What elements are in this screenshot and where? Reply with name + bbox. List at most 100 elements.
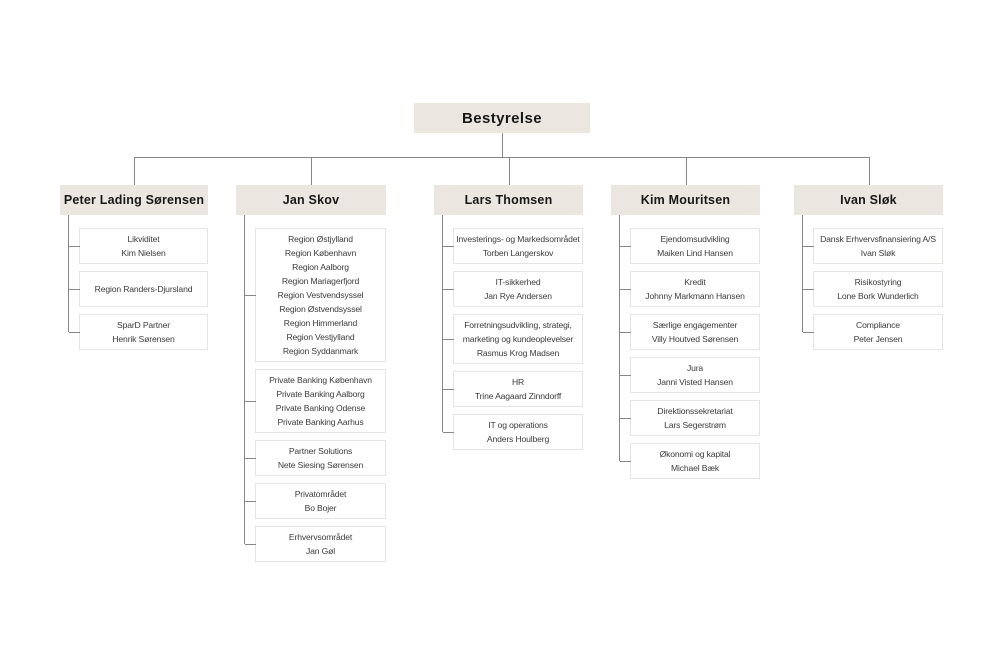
org-node-line: HR [511, 377, 525, 387]
branch-header: Jan Skov [236, 185, 386, 215]
org-node: Forretningsudvikling, strategi, marketin… [443, 314, 583, 364]
org-node-line: Region Østvendsyssel [279, 304, 362, 314]
org-node-line: Private Banking Odense [275, 403, 366, 413]
org-node-line: Compliance [856, 320, 900, 330]
org-node-line: Jan Rye Andersen [484, 291, 552, 301]
org-node-line: Dansk Erhvervsfinansiering A/S [820, 234, 936, 244]
connector-line [311, 157, 312, 185]
org-node: Dansk Erhvervsfinansiering A/S Ivan Sløk [803, 228, 943, 264]
org-node-line: Kim Nielsen [121, 248, 166, 258]
org-node-line: Region Syddanmark [282, 346, 359, 356]
org-node-line: Private Banking Aarhus [277, 417, 364, 427]
connector-line [868, 157, 870, 185]
org-node-line: Kredit [684, 277, 706, 287]
branch-header: Kim Mouritsen [611, 185, 760, 215]
org-node-line: Privatområdet [294, 489, 347, 499]
root-box: Bestyrelse [414, 103, 590, 133]
org-node-line: Lars Segerstrøm [664, 420, 726, 430]
branch-header: Lars Thomsen [434, 185, 583, 215]
org-node-line: IT og operations [488, 420, 548, 430]
org-node-line: Maiken Lind Hansen [657, 248, 733, 258]
connector-line [685, 157, 687, 185]
org-node-line: Janni Visted Hansen [657, 377, 733, 387]
org-node-line: Torben Langerskov [482, 248, 554, 258]
org-node-line: Økonomi og kapital [659, 449, 731, 459]
org-node-line: Peter Jensen [853, 334, 903, 344]
org-node-line: Henrik Sørensen [112, 334, 175, 344]
org-node-line: Private Banking København [269, 375, 372, 385]
connector-line [619, 215, 620, 461]
org-node-line: Investerings- og Markedsområdet [456, 234, 580, 244]
org-node-line: Forretningsudvikling, strategi, marketin… [462, 320, 574, 344]
org-node-line: Nete Siesing Sørensen [277, 460, 364, 470]
org-node-line: Region Østjylland [288, 234, 353, 244]
org-node-line: Private Banking Aalborg [276, 389, 365, 399]
connector-line [134, 157, 135, 185]
org-node-line: Rasmus Krog Madsen [476, 348, 560, 358]
org-node-line: Direktionssekretariat [657, 406, 733, 416]
org-node-line: Jan Gøl [305, 546, 336, 556]
org-node-line: Region Mariagerfjord [281, 276, 360, 286]
org-node-line: Region København [284, 248, 357, 258]
org-node-line: Bo Bojer [304, 503, 337, 513]
org-node-line: Partner Solutions [288, 446, 353, 456]
branch-header: Ivan Sløk [794, 185, 943, 215]
org-node-line: Likviditet [127, 234, 160, 244]
org-node-line: Lone Bork Wunderlich [837, 291, 919, 301]
org-node-line: Region Himmerland [283, 318, 358, 328]
connector-line [134, 157, 869, 158]
connector-line [442, 215, 443, 432]
org-node-line: Michael Bæk [670, 463, 720, 473]
org-node-line: Region Aalborg [292, 262, 349, 272]
org-node-line: Johnny Markmann Hansen [645, 291, 745, 301]
org-node-line: Risikostyring [854, 277, 902, 287]
org-node-line: IT-sikkerhed [495, 277, 541, 287]
org-node-line: Region Randers-Djursland [94, 284, 193, 294]
connector-line [244, 215, 245, 544]
org-node-line: Region Vestvendsyssel [277, 290, 364, 300]
connector-line [802, 215, 803, 332]
connector-line [502, 133, 503, 157]
connector-line [68, 215, 69, 332]
org-node-line: Region Vestjylland [286, 332, 355, 342]
org-node-line: Anders Houlberg [486, 434, 550, 444]
org-node-line: Særlige engagementer [652, 320, 738, 330]
org-node-line: Villy Houtved Sørensen [651, 334, 739, 344]
branch-header: Peter Lading Sørensen [60, 185, 208, 215]
org-node-line: Ivan Sløk [860, 248, 896, 258]
org-node: HR Trine Aagaard Zinndorff [443, 371, 583, 407]
org-node: Region Randers-Djursland [69, 271, 208, 307]
org-node-line: Ejendomsudvikling [660, 234, 730, 244]
org-node-line: Erhvervsområdet [288, 532, 353, 542]
org-node: Privatområdet Bo Bojer [245, 483, 386, 519]
org-node-line: Trine Aagaard Zinndorff [474, 391, 562, 401]
